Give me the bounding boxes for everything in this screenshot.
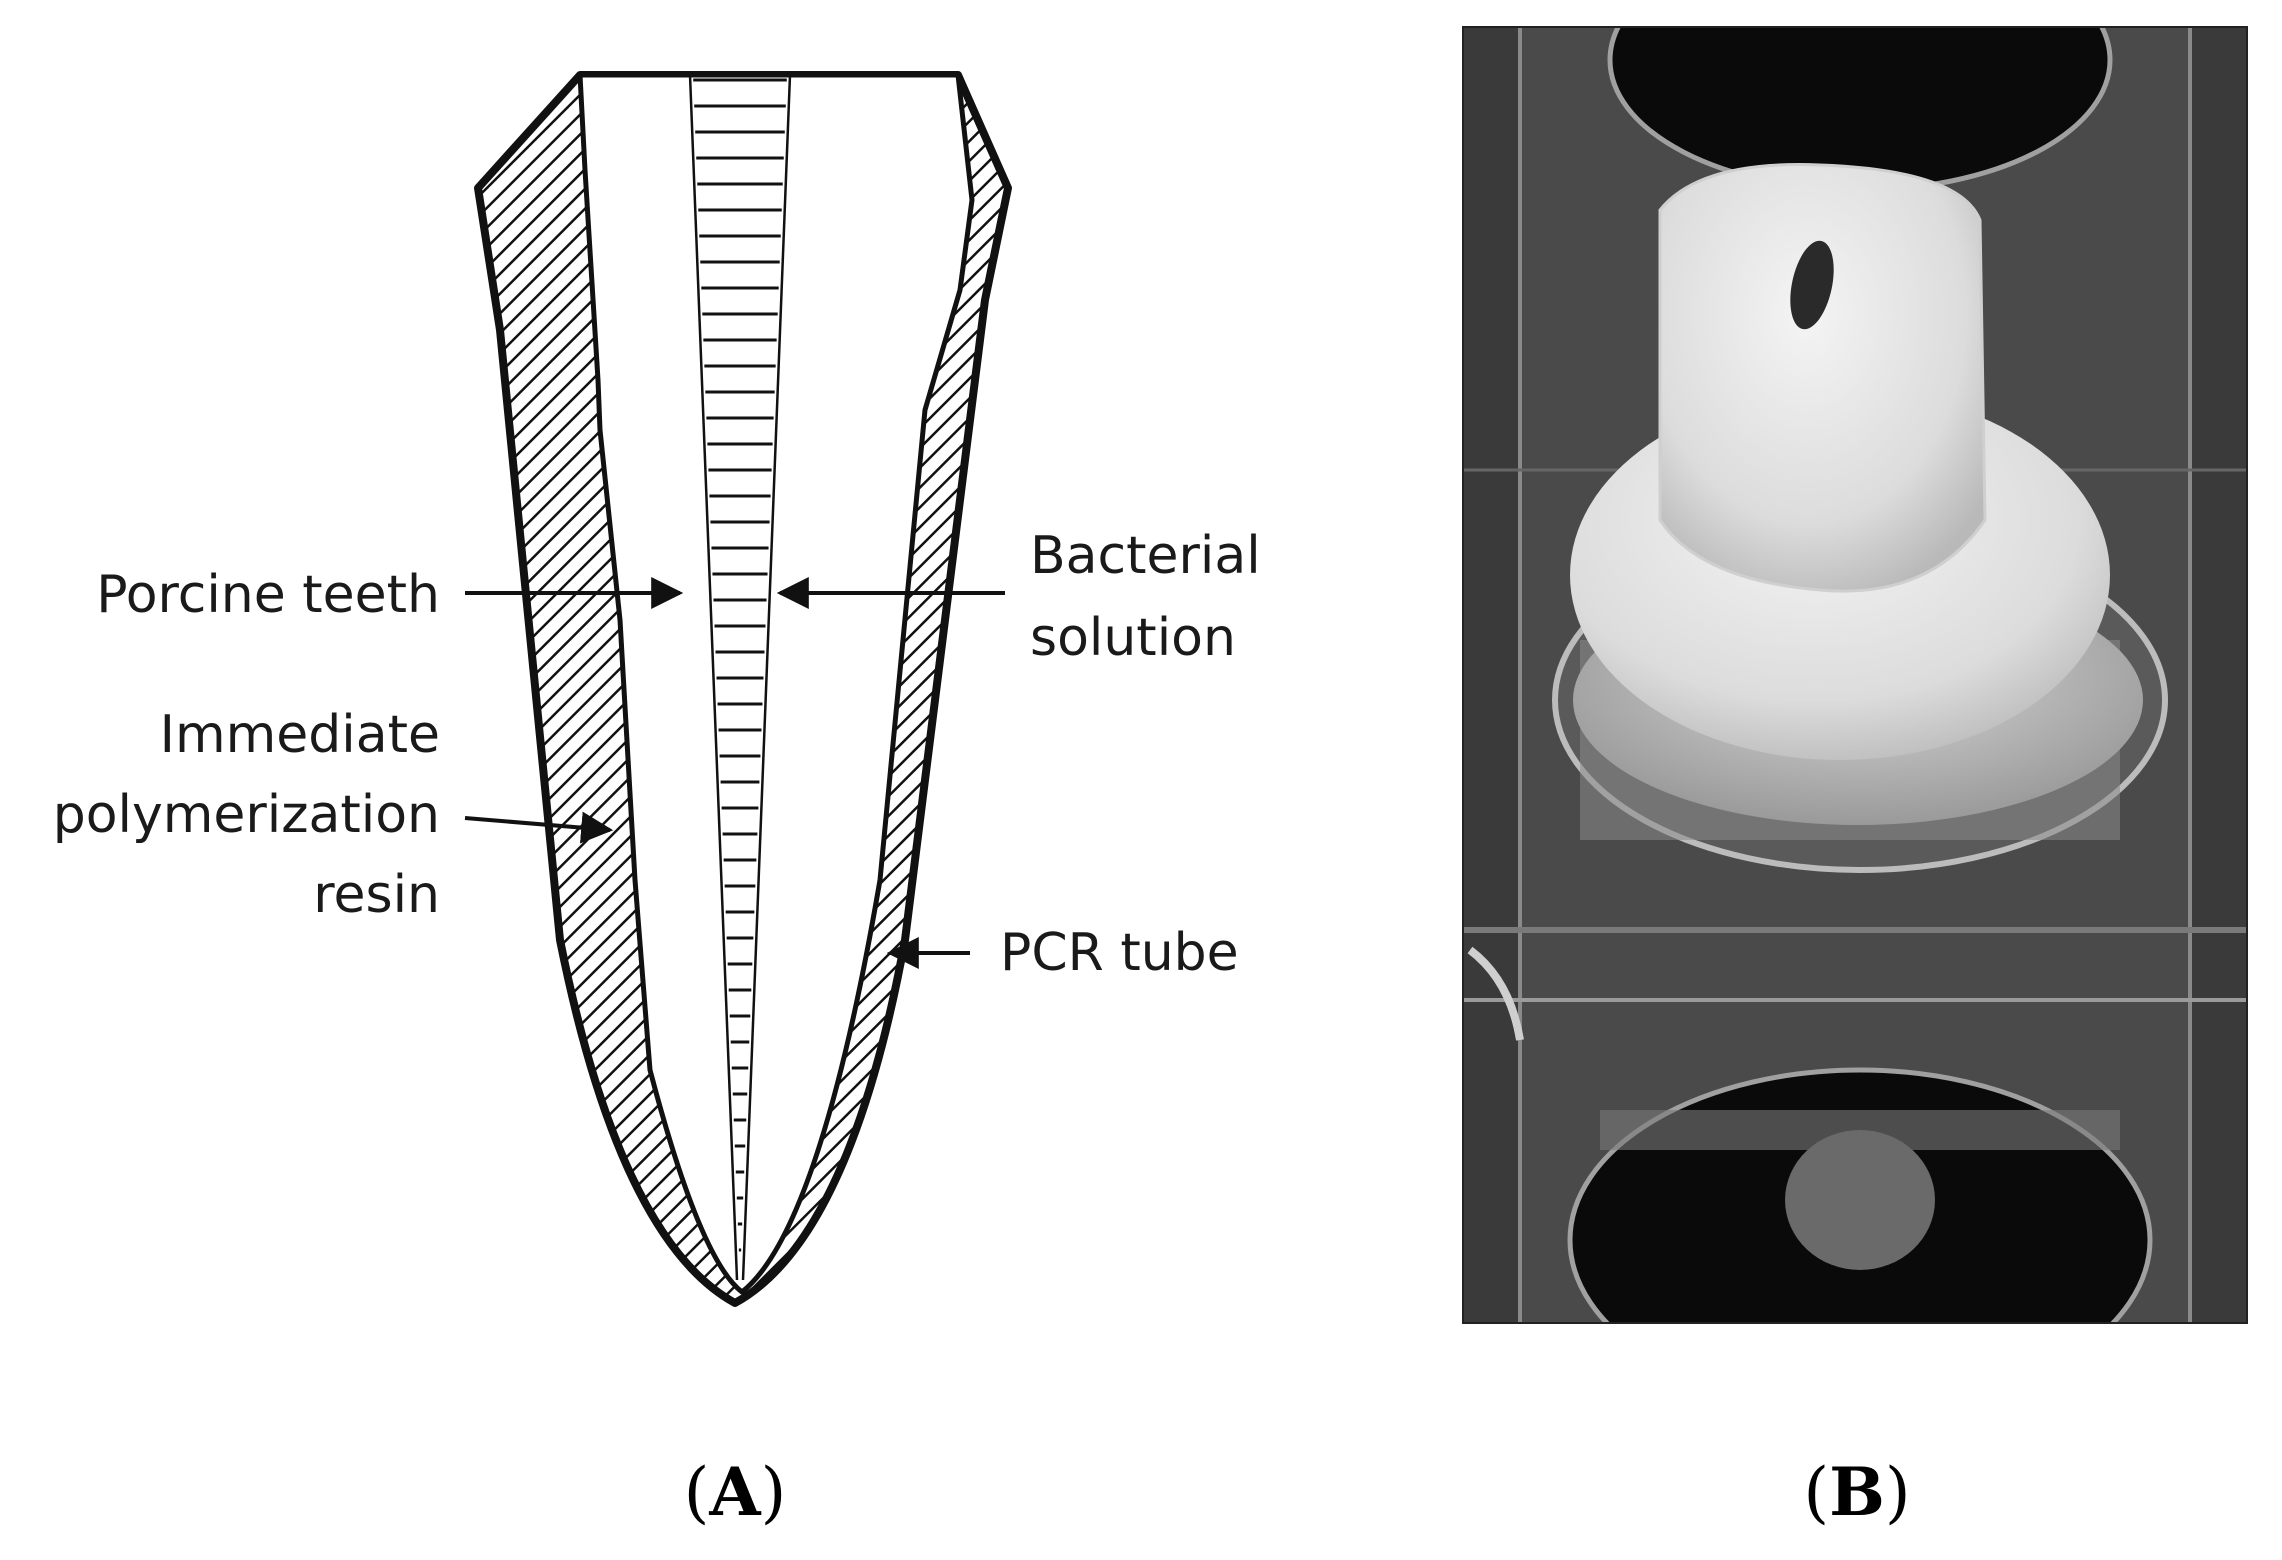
resin-label-line2: polymerization xyxy=(53,785,440,845)
panel-a-schematic: Porcine teeth Bacterial solution Immedia… xyxy=(53,71,1261,1531)
resin-arrow xyxy=(464,811,614,844)
canal-opening xyxy=(1790,240,1834,330)
panel-b-photo: (B) xyxy=(1462,26,2248,1531)
panel-b-letter: B xyxy=(1829,1453,1885,1531)
resin-label-line3: resin xyxy=(313,865,440,925)
panel-a-letter: A xyxy=(708,1453,761,1531)
bacterial-solution-canal xyxy=(688,74,792,1281)
porcine-teeth-label: Porcine teeth xyxy=(96,565,440,625)
bacterial-solution-label-line2: solution xyxy=(1030,608,1236,668)
panel-b-label: (B) xyxy=(1803,1453,1910,1531)
bacterial-solution-label-line1: Bacterial xyxy=(1030,526,1261,586)
canal-rungs xyxy=(693,78,787,1252)
panel-a-label: (A) xyxy=(684,1453,787,1531)
resin-label-line1: Immediate xyxy=(160,705,440,765)
porcine-tooth-shape xyxy=(577,72,975,1295)
pcr-tube-label: PCR tube xyxy=(1000,923,1239,983)
tooth-specimen xyxy=(1658,163,1987,593)
